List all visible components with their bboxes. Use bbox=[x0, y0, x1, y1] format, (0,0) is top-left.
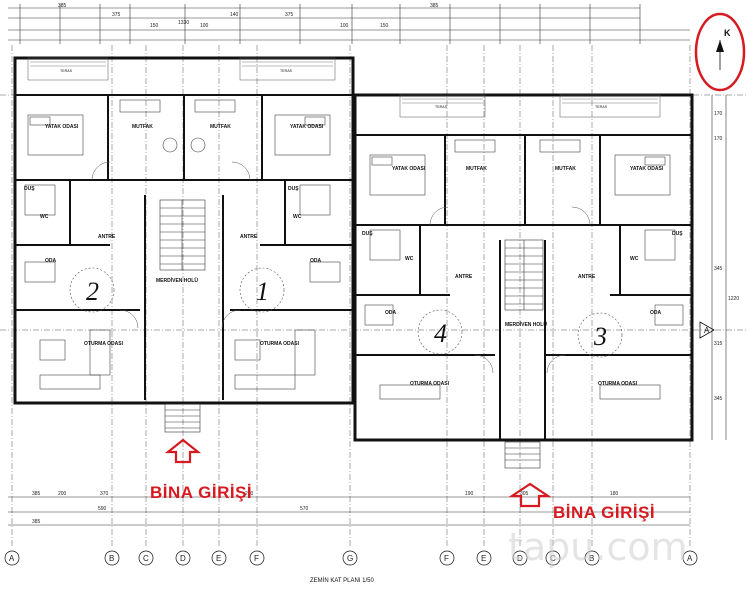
dim-bottom-1: 385 bbox=[32, 491, 41, 497]
north-label: K bbox=[724, 28, 731, 38]
room-yatak-4: YATAK ODASI bbox=[630, 166, 664, 172]
axis-label-d2: D bbox=[517, 554, 523, 563]
axis-label-f2: F bbox=[444, 554, 449, 563]
room-yatak-2: YATAK ODASI bbox=[290, 124, 324, 130]
north-arrow: K bbox=[694, 12, 746, 92]
room-merdiven-1: MERDİVEN HOLÜ bbox=[156, 277, 198, 284]
axis-label-b2: B bbox=[589, 554, 594, 563]
right-axis-marker: A bbox=[699, 321, 715, 339]
dim-bottom-2: 200 bbox=[58, 491, 67, 497]
entrance-label-right: BİNA GİRİŞİ bbox=[553, 503, 655, 522]
room-mutfak-4: MUTFAK bbox=[555, 166, 576, 172]
room-yatak-3: YATAK ODASI bbox=[392, 166, 426, 172]
dim-right-6: 345 bbox=[714, 396, 723, 402]
axis-grid-lines bbox=[0, 45, 747, 548]
unit-number-2: 2 bbox=[86, 277, 99, 306]
dim-bottom-4: 200 bbox=[245, 491, 254, 497]
room-mutfak-1: MUTFAK bbox=[132, 124, 153, 130]
bottom-dimension-lines: 385 200 370 200 190 305 180 590 570 385 bbox=[8, 491, 690, 526]
axis-label-c2: C bbox=[550, 554, 556, 563]
dim-right-1: 170 bbox=[714, 111, 723, 117]
dim-top-7: 100 bbox=[340, 23, 349, 29]
dim-top-6: 375 bbox=[285, 12, 294, 18]
dim-right-4: 1220 bbox=[728, 296, 739, 302]
dim-bottom-6: 305 bbox=[520, 491, 529, 497]
room-oturma-3: OTURMA ODASI bbox=[410, 381, 450, 387]
left-building-block bbox=[13, 56, 355, 433]
right-axis-label: A bbox=[704, 326, 710, 335]
room-wc-2: WC bbox=[293, 214, 302, 220]
room-mutfak-3: MUTFAK bbox=[466, 166, 487, 172]
bottom-axis-labels: A B C D E F G F E D C B A bbox=[9, 554, 693, 563]
entrance-arrow-right bbox=[508, 482, 552, 508]
room-oturma-4: OTURMA ODASI bbox=[598, 381, 638, 387]
dim-right-3: 345 bbox=[714, 266, 723, 272]
axis-label-c1: C bbox=[143, 554, 149, 563]
room-oda-3: ODA bbox=[385, 310, 397, 316]
bottom-axis-markers bbox=[4, 550, 698, 566]
dim-top-total: 1330 bbox=[178, 20, 189, 26]
axis-label-a1: A bbox=[9, 554, 15, 563]
dim-bottom-10: 385 bbox=[32, 519, 41, 525]
room-dus-1: DUŞ bbox=[24, 186, 35, 192]
dim-top-4: 375 bbox=[112, 12, 121, 18]
room-teras-4: TERAS bbox=[595, 105, 608, 109]
axis-label-e2: E bbox=[481, 554, 486, 563]
entrance-arrow-left bbox=[164, 438, 202, 464]
room-wc-4: WC bbox=[630, 256, 639, 262]
axis-label-e1: E bbox=[216, 554, 221, 563]
room-dus-3: DUŞ bbox=[362, 231, 373, 237]
room-oda-1: ODA bbox=[45, 258, 57, 264]
dim-top-2: 150 bbox=[150, 23, 159, 29]
room-antre-4: ANTRE bbox=[578, 274, 596, 280]
room-teras-2: TERAS bbox=[280, 69, 293, 73]
axis-label-g: G bbox=[347, 554, 353, 563]
room-antre-3: ANTRE bbox=[455, 274, 473, 280]
dim-bottom-7: 180 bbox=[610, 491, 619, 497]
room-wc-1: WC bbox=[40, 214, 49, 220]
top-dimension-lines: 385 150 100 375 140 375 100 150 385 1330 bbox=[8, 3, 690, 44]
axis-label-f1: F bbox=[254, 554, 259, 563]
entrance-label-left: BİNA GİRİŞİ bbox=[150, 483, 252, 502]
room-oturma-2: OTURMA ODASI bbox=[260, 341, 300, 347]
room-antre-1: ANTRE bbox=[98, 234, 116, 240]
room-labels-left: TERAS TERAS YATAK ODASI MUTFAK MUTFAK YA… bbox=[24, 69, 324, 347]
dim-bottom-8: 590 bbox=[98, 506, 107, 512]
unit-number-3: 3 bbox=[593, 322, 607, 351]
dim-right-2: 170 bbox=[714, 136, 723, 142]
room-oda-2: ODA bbox=[310, 258, 322, 264]
axis-label-a2: A bbox=[687, 554, 693, 563]
dim-bottom-9: 570 bbox=[300, 506, 309, 512]
axis-label-d1: D bbox=[180, 554, 186, 563]
room-mutfak-2: MUTFAK bbox=[210, 124, 231, 130]
right-dimension-lines: 170 170 345 1220 315 345 bbox=[711, 95, 739, 440]
dim-bottom-5: 190 bbox=[465, 491, 474, 497]
watermark-text: tapu.com bbox=[508, 525, 688, 569]
room-dus-2: DUŞ bbox=[288, 186, 299, 192]
room-teras-1: TERAS bbox=[60, 69, 73, 73]
dim-top-3: 100 bbox=[200, 23, 209, 29]
dim-top-1: 385 bbox=[58, 3, 67, 9]
axis-label-b1: B bbox=[109, 554, 114, 563]
room-wc-3: WC bbox=[405, 256, 414, 262]
room-teras-3: TERAS bbox=[435, 105, 448, 109]
room-merdiven-2: MERDİVEN HOLÜ bbox=[505, 321, 547, 328]
unit-number-4: 4 bbox=[434, 319, 447, 348]
unit-number-1: 1 bbox=[256, 277, 269, 306]
right-building-block bbox=[353, 93, 694, 469]
dim-top-5: 140 bbox=[230, 12, 239, 18]
room-antre-2: ANTRE bbox=[240, 234, 258, 240]
dim-right-5: 315 bbox=[714, 341, 723, 347]
dim-bottom-3: 370 bbox=[100, 491, 109, 497]
dim-top-9: 385 bbox=[430, 3, 439, 9]
room-yatak-1: YATAK ODASI bbox=[45, 124, 79, 130]
room-oda-4: ODA bbox=[650, 310, 662, 316]
dim-top-8: 150 bbox=[380, 23, 389, 29]
unit-number-markers: 2 1 4 3 bbox=[69, 267, 623, 358]
room-oturma-1: OTURMA ODASI bbox=[84, 341, 124, 347]
drawing-title: ZEMİN KAT PLANI 1/50 bbox=[310, 577, 374, 584]
room-labels-right: TERAS TERAS YATAK ODASI MUTFAK MUTFAK YA… bbox=[362, 105, 683, 387]
room-dus-4: DUŞ bbox=[672, 231, 683, 237]
